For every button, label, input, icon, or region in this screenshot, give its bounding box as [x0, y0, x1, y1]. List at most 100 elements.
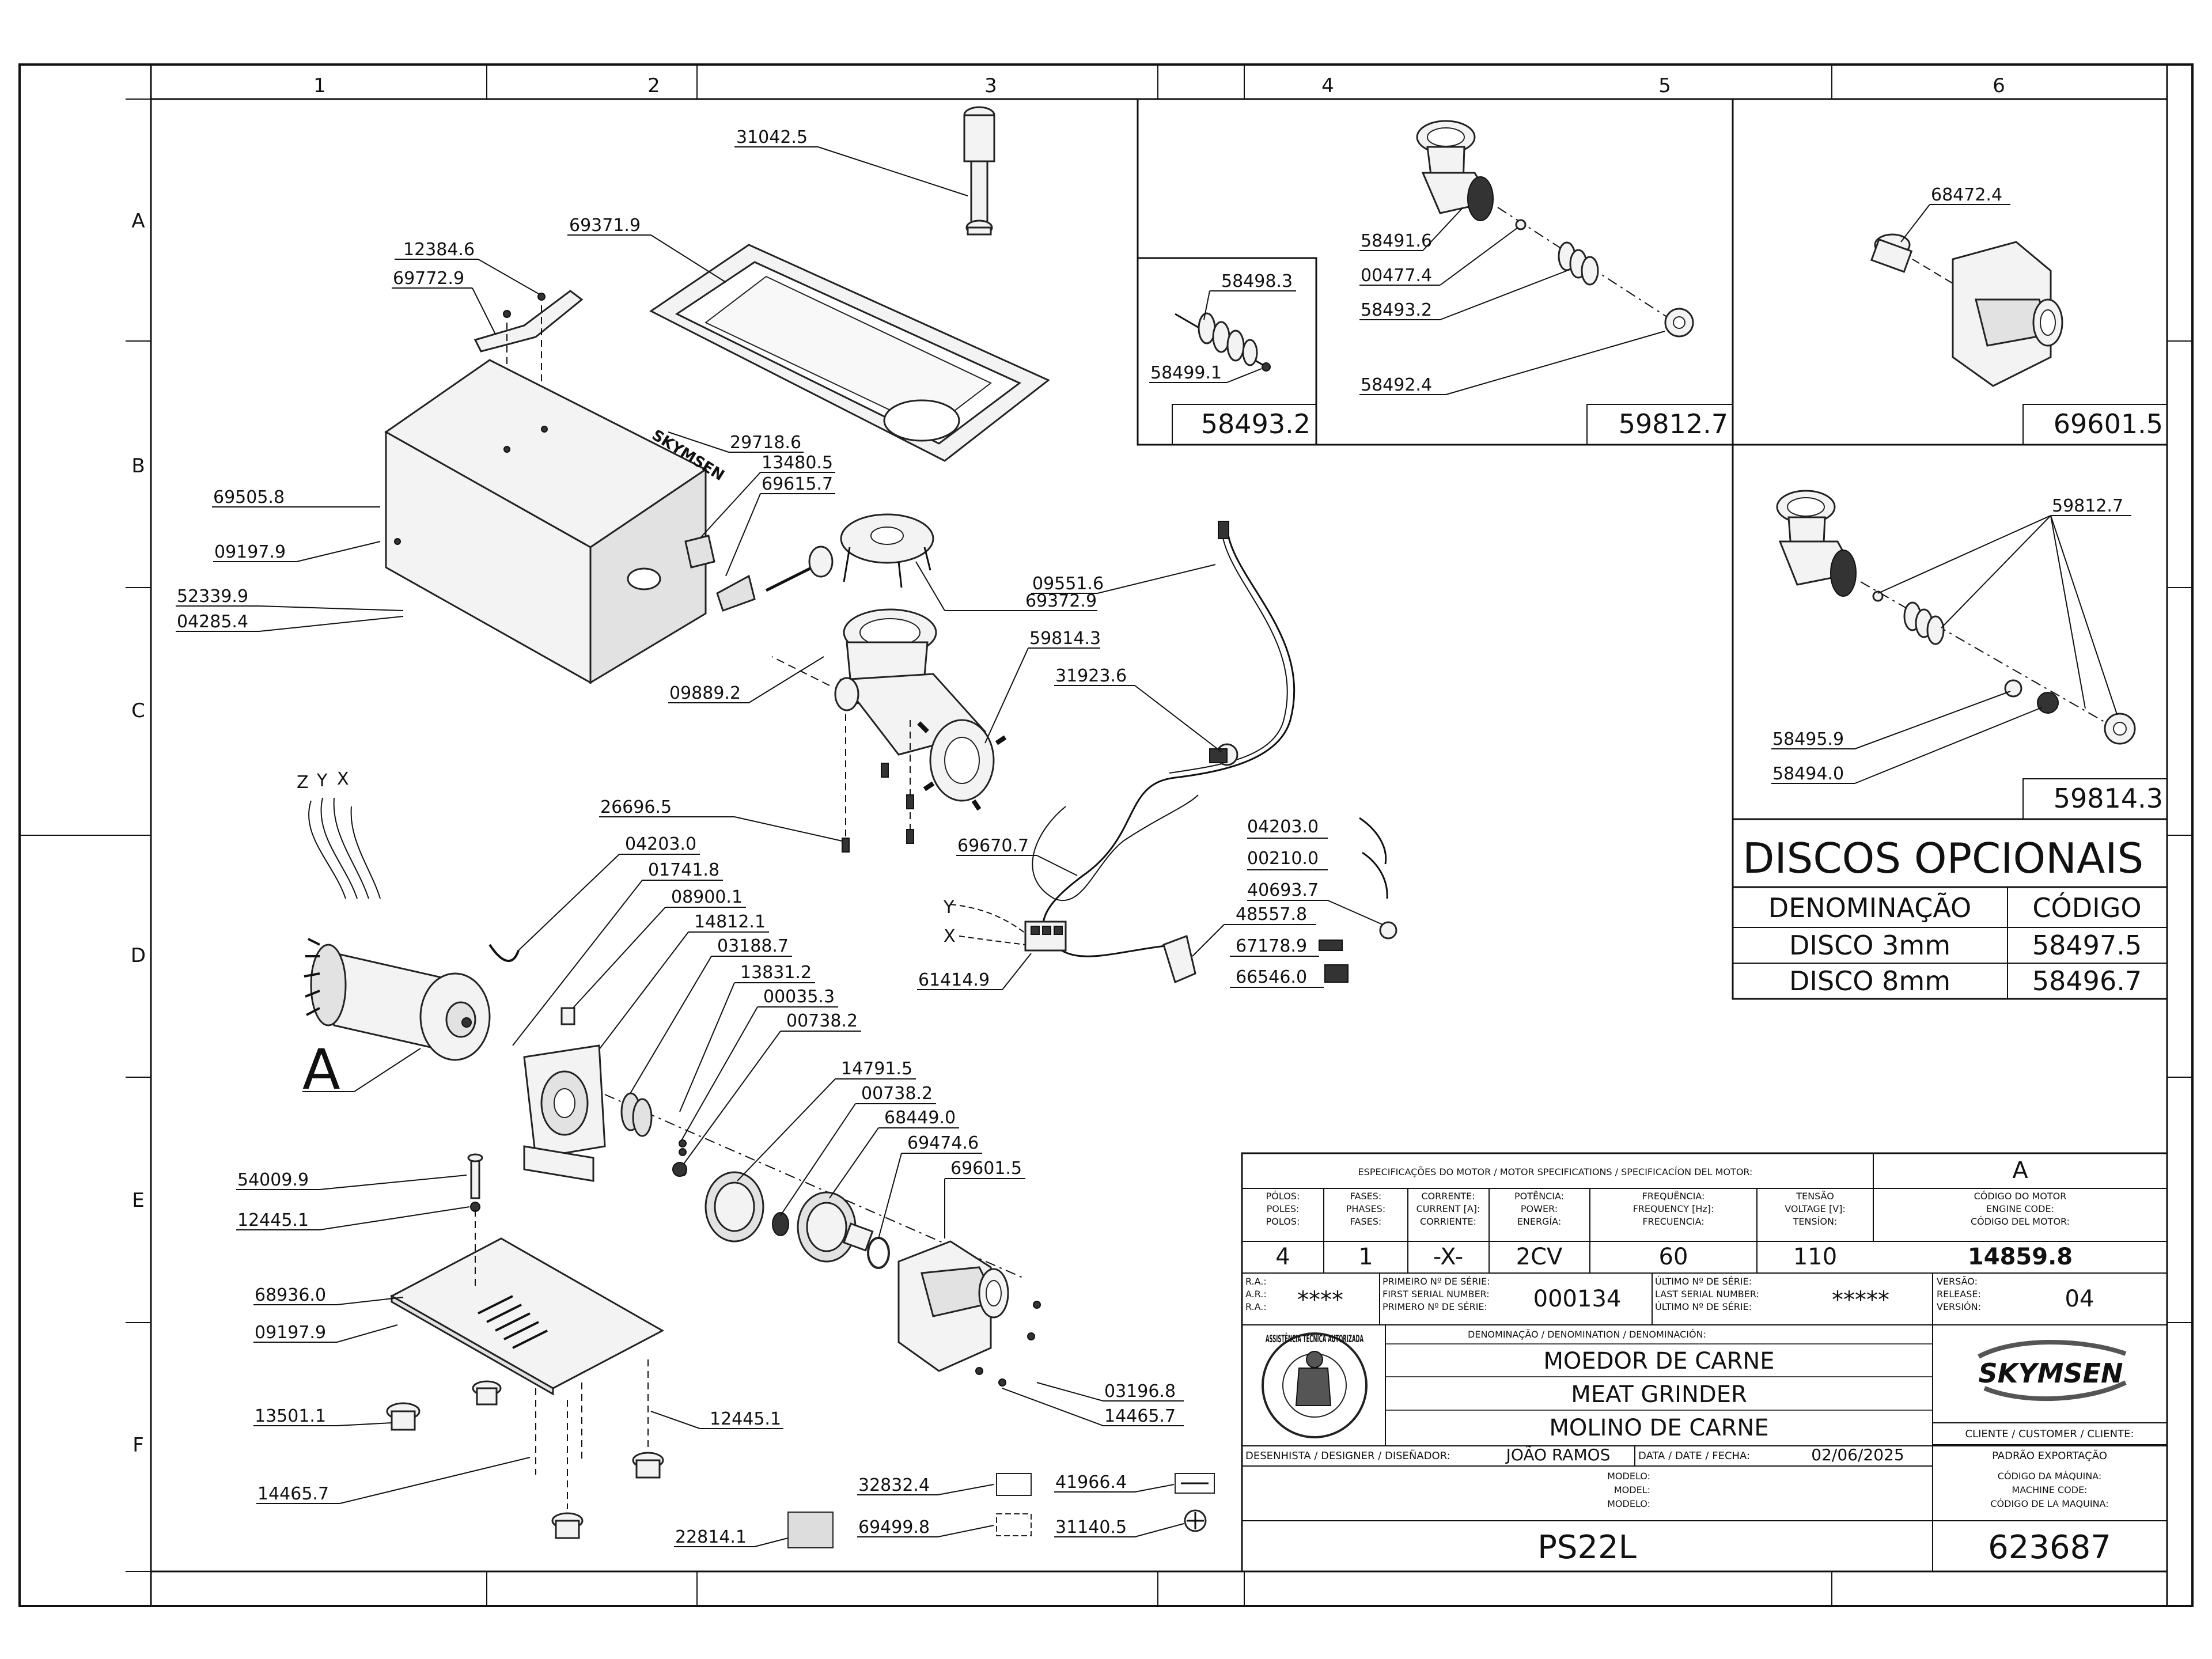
- gear-housing-front-illustration: [897, 1240, 1041, 1387]
- grid-col-6: 6: [1993, 74, 2005, 97]
- spec-head-voltage-pt: TENSÃO: [1796, 1191, 1834, 1202]
- revision-letter: A: [2012, 1157, 2028, 1184]
- discos-table: [1732, 818, 2168, 1000]
- spec-head-frequency-pt: FREQUÊNCIA:: [1642, 1191, 1705, 1202]
- grid-col-5: 5: [1658, 74, 1671, 97]
- spec-head-voltage-es: TENSÍON:: [1793, 1216, 1838, 1227]
- engine-code-head-es: CÓDIGO DEL MOTOR:: [1971, 1216, 2070, 1227]
- switch-knob-illustration: [684, 535, 834, 612]
- spec-header: ESPECIFICAÇÕES DO MOTOR / MOTOR SPECIFIC…: [1358, 1166, 1753, 1177]
- part-label-68472-4: 68472.4: [1931, 185, 2002, 205]
- spec-value-poles: 4: [1275, 1244, 1290, 1270]
- part-label-58494-0: 58494.0: [1772, 764, 1844, 784]
- part-label-69499-8: 69499.8: [858, 1517, 930, 1537]
- last-serial-head-en: LAST SERIAL NUMBER:: [1655, 1289, 1759, 1300]
- engine-code-value: 14859.8: [1968, 1244, 2073, 1270]
- discos-row-2-code: 58496.7: [2032, 965, 2142, 997]
- grinder-body-illustration: [771, 608, 1007, 811]
- part-label-09197-9-top: 09197.9: [214, 542, 286, 562]
- part-label-69372-9: 69372.9: [1025, 591, 1097, 611]
- phase-label-x: X: [944, 926, 956, 946]
- grid-row-c: C: [131, 699, 145, 722]
- part-label-69601-5: 69601.5: [950, 1158, 1022, 1179]
- engine-code-head-en: ENGINE CODE:: [1986, 1203, 2054, 1214]
- connector-block-illustration: [950, 904, 1067, 952]
- inset-3-housing-illustration: [1870, 233, 2063, 387]
- part-label-08900-1: 08900.1: [671, 887, 743, 907]
- designer-head: DESENHISTA / DESIGNER / DISEÑADOR:: [1245, 1449, 1450, 1462]
- part-label-03196-8: 14465.7: [1104, 1406, 1176, 1426]
- spec-head-power-es: ENERGÍA:: [1517, 1216, 1561, 1227]
- engine-code-head-pt: CÓDIGO DO MOTOR: [1974, 1191, 2067, 1202]
- machine-code-value: 623687: [1988, 1529, 2111, 1566]
- part-label-58493-2: 58493.2: [1361, 300, 1432, 320]
- electrical-small-parts-illustration: [1162, 817, 1397, 984]
- machine-code-head-pt: CÓDIGO DA MÁQUINA:: [1998, 1471, 2101, 1482]
- gears-illustration: [672, 1162, 890, 1269]
- part-label-13480-5: 13480.5: [762, 453, 833, 473]
- part-label-59814-3: 59814.3: [1029, 628, 1101, 649]
- inset-4-code: 59814.3: [2054, 783, 2163, 814]
- body-housing-illustration: [384, 359, 707, 684]
- spec-head-phases-en: PHASES:: [1346, 1203, 1385, 1214]
- motor-illustration: [304, 797, 491, 1061]
- part-label-04203-0-motor: 04203.0: [625, 834, 696, 854]
- part-label-01741-8: 01741.8: [648, 860, 719, 880]
- part-label-48557-8: 48557.8: [1236, 904, 1307, 925]
- discos-row-1-code: 58497.5: [2032, 930, 2142, 961]
- phase-label-y: Y: [943, 897, 955, 918]
- spec-value-frequency: 60: [1659, 1244, 1688, 1270]
- grid-row-b: B: [131, 454, 145, 478]
- part-label-68449-0: 68449.0: [884, 1108, 956, 1128]
- first-serial-head-es: PRIMERO Nº DE SÉRIE:: [1382, 1301, 1487, 1312]
- client-value: PADRÃO EXPORTAÇÃO: [1992, 1449, 2107, 1462]
- denomination-en: MEAT GRINDER: [1571, 1381, 1747, 1408]
- spec-head-frequency-es: FRECUENCIA:: [1642, 1216, 1704, 1227]
- part-label-40693-7: 40693.7: [1247, 880, 1319, 900]
- part-label-03188-7: 03188.7: [717, 936, 789, 956]
- part-label-41966-4: 41966.4: [1055, 1472, 1127, 1493]
- part-label-68936-0: 68936.0: [255, 1285, 326, 1305]
- machine-code-head-es: CÓDIGO DE LA MAQUINA:: [1990, 1498, 2108, 1509]
- spec-head-power-pt: POTÊNCIA:: [1514, 1191, 1564, 1202]
- part-label-66546-0: 66546.0: [1236, 967, 1307, 987]
- sticker-parts-illustration: [787, 1473, 1215, 1548]
- grid-row-e: E: [132, 1189, 144, 1212]
- spec-head-power-en: POWER:: [1521, 1203, 1558, 1214]
- spec-head-current-es: CORRIENTE:: [1420, 1216, 1476, 1227]
- grid-row-d: D: [131, 944, 146, 967]
- part-label-58492-4: 58492.4: [1361, 375, 1432, 395]
- version-head-es: VERSIÓN:: [1937, 1301, 1981, 1312]
- part-label-26696-5: 26696.5: [600, 797, 672, 817]
- tray-illustration: [649, 244, 1050, 462]
- spec-head-poles-pt: PÓLOS:: [1266, 1191, 1300, 1202]
- model-head-en: MODEL:: [1614, 1484, 1650, 1495]
- part-label-00210-0: 00210.0: [1247, 849, 1319, 869]
- part-label-69670-7: 69670.7: [957, 836, 1029, 856]
- spec-head-phases-es: FASES:: [1350, 1216, 1382, 1227]
- ra-head-3: R.A.:: [1245, 1301, 1267, 1312]
- first-serial-value: 000134: [1533, 1286, 1622, 1312]
- spec-value-current: -X-: [1433, 1244, 1463, 1270]
- part-label-31140-5: 31140.5: [1055, 1517, 1127, 1537]
- part-label-04285-4: 04285.4: [177, 612, 248, 632]
- part-label-32832-4: 32832.4: [858, 1475, 930, 1495]
- part-label-12445-1-a: 12445.1: [237, 1210, 309, 1230]
- part-label-04203-0-right: 04203.0: [1247, 817, 1319, 837]
- ra-value: ****: [1297, 1287, 1343, 1313]
- date-value: 02/06/2025: [1811, 1445, 1904, 1464]
- spec-head-current-en: CURRENT [A]:: [1416, 1203, 1480, 1214]
- part-label-58495-9: 58495.9: [1772, 729, 1844, 749]
- model-value: PS22L: [1537, 1529, 1637, 1566]
- part-label-54009-9: 54009.9: [237, 1170, 309, 1190]
- part-label-58498-3: 58498.3: [1221, 271, 1293, 291]
- spec-head-voltage-en: VOLTAGE [V]:: [1785, 1203, 1846, 1214]
- axis-label-z: Z: [297, 772, 309, 793]
- part-label-58499-1: 58499.1: [1150, 363, 1222, 383]
- part-label-31042-5: 31042.5: [736, 127, 808, 147]
- grid-row-f: F: [132, 1434, 144, 1457]
- discos-header-codigo: CÓDIGO: [2032, 892, 2141, 923]
- first-serial-head-en: FIRST SERIAL NUMBER:: [1382, 1289, 1490, 1300]
- part-label-31923-6: 31923.6: [1055, 666, 1127, 686]
